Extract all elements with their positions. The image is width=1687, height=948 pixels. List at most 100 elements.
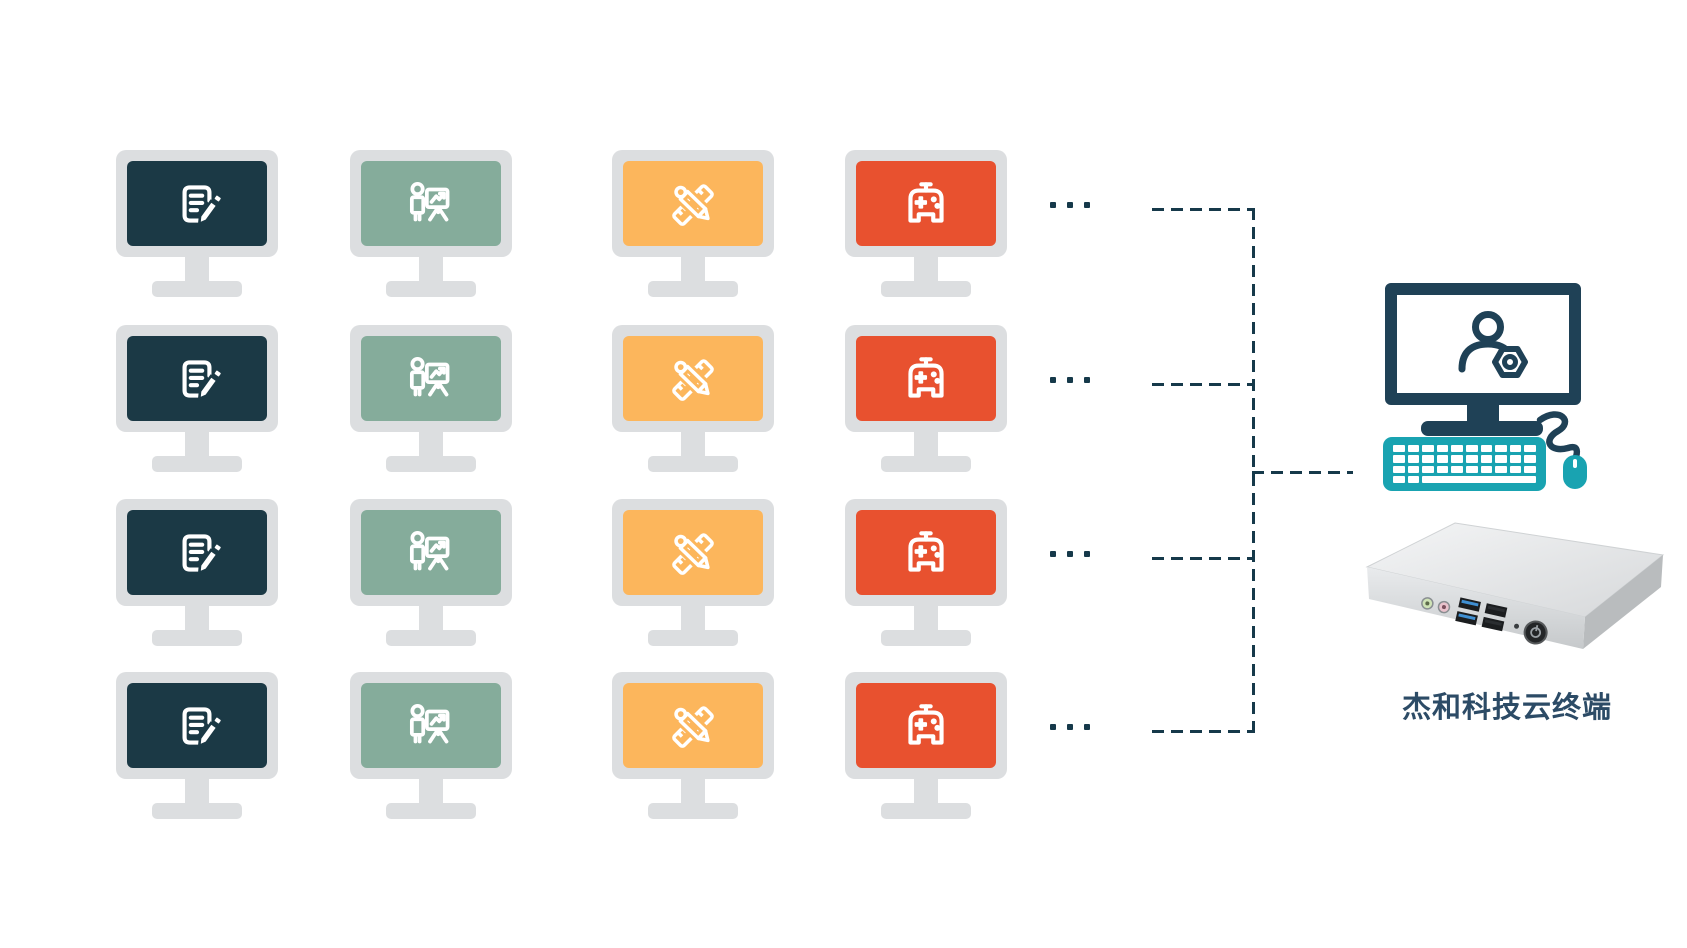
monitor-design-workstation bbox=[612, 499, 774, 646]
monitor-design-workstation bbox=[612, 325, 774, 472]
presentation-chart-icon bbox=[409, 181, 450, 221]
presentation-workstation-screen bbox=[361, 161, 501, 246]
monitor-neck bbox=[681, 256, 705, 285]
monitor-neck bbox=[185, 431, 209, 460]
monitor-base bbox=[386, 456, 476, 472]
monitor-neck bbox=[185, 605, 209, 634]
gaming-workstation-screen bbox=[856, 510, 996, 595]
monitor-gaming-workstation bbox=[845, 499, 1007, 646]
keyboard-icon bbox=[1383, 437, 1546, 491]
presentation-workstation-screen bbox=[361, 683, 501, 768]
document-edit-icon bbox=[182, 184, 224, 226]
monitor-base bbox=[152, 456, 242, 472]
gamepad-icon bbox=[908, 356, 944, 398]
monitor-neck bbox=[419, 431, 443, 460]
gaming-workstation-screen bbox=[856, 161, 996, 246]
office-workstation-screen bbox=[127, 336, 267, 421]
presentation-chart-icon bbox=[409, 703, 450, 743]
row-ellipsis bbox=[1050, 724, 1090, 730]
monitor-base bbox=[648, 630, 738, 646]
monitor-neck bbox=[681, 431, 705, 460]
monitor-gaming-workstation bbox=[845, 325, 1007, 472]
gamepad-icon bbox=[908, 530, 944, 572]
monitor-base bbox=[881, 456, 971, 472]
monitor-base bbox=[881, 803, 971, 819]
monitor-office-workstation bbox=[116, 150, 278, 297]
monitor-presentation-workstation bbox=[350, 325, 512, 472]
row-dashed-line bbox=[1152, 730, 1252, 733]
design-workstation-screen bbox=[623, 336, 763, 421]
cloud-terminal-device bbox=[1365, 522, 1665, 649]
document-edit-icon bbox=[182, 533, 224, 575]
monitor-design-workstation bbox=[612, 150, 774, 297]
monitor-neck bbox=[419, 605, 443, 634]
row-dashed-line bbox=[1152, 383, 1252, 386]
admin-monitor-stand bbox=[1467, 403, 1499, 423]
monitor-base bbox=[648, 456, 738, 472]
mouse-icon bbox=[1563, 455, 1587, 489]
row-ellipsis bbox=[1050, 202, 1090, 208]
monitor-base bbox=[648, 803, 738, 819]
presentation-chart-icon bbox=[409, 530, 450, 570]
monitor-neck bbox=[419, 256, 443, 285]
monitor-neck bbox=[185, 778, 209, 807]
monitor-base bbox=[881, 281, 971, 297]
ruler-pencil-icon bbox=[671, 357, 714, 401]
trunk-to-admin-dashed-line bbox=[1252, 471, 1353, 474]
monitor-base bbox=[386, 281, 476, 297]
document-edit-icon bbox=[182, 706, 224, 748]
gamepad-icon bbox=[908, 181, 944, 223]
presentation-chart-icon bbox=[409, 356, 450, 396]
gaming-workstation-screen bbox=[856, 336, 996, 421]
gamepad-icon bbox=[908, 703, 944, 745]
design-workstation-screen bbox=[623, 683, 763, 768]
monitor-neck bbox=[681, 778, 705, 807]
monitor-neck bbox=[914, 431, 938, 460]
monitor-presentation-workstation bbox=[350, 150, 512, 297]
monitor-presentation-workstation bbox=[350, 499, 512, 646]
monitor-base bbox=[386, 630, 476, 646]
office-workstation-screen bbox=[127, 510, 267, 595]
monitor-base bbox=[386, 803, 476, 819]
monitor-design-workstation bbox=[612, 672, 774, 819]
keyboard-keys bbox=[1393, 445, 1536, 483]
monitor-base bbox=[648, 281, 738, 297]
office-workstation-screen bbox=[127, 161, 267, 246]
presentation-workstation-screen bbox=[361, 336, 501, 421]
monitor-neck bbox=[914, 256, 938, 285]
monitor-neck bbox=[914, 605, 938, 634]
user-gear-icon bbox=[1458, 311, 1528, 378]
trunk-dashed-line bbox=[1252, 208, 1255, 733]
monitor-gaming-workstation bbox=[845, 150, 1007, 297]
device-label: 杰和科技云终端 bbox=[1401, 692, 1612, 724]
design-workstation-screen bbox=[623, 510, 763, 595]
row-dashed-line bbox=[1152, 557, 1252, 560]
design-workstation-screen bbox=[623, 161, 763, 246]
monitor-neck bbox=[914, 778, 938, 807]
monitor-neck bbox=[419, 778, 443, 807]
monitor-base bbox=[152, 281, 242, 297]
row-ellipsis bbox=[1050, 377, 1090, 383]
monitor-office-workstation bbox=[116, 325, 278, 472]
document-edit-icon bbox=[182, 359, 224, 401]
monitor-base bbox=[881, 630, 971, 646]
monitor-office-workstation bbox=[116, 499, 278, 646]
ruler-pencil-icon bbox=[671, 182, 714, 226]
row-ellipsis bbox=[1050, 551, 1090, 557]
monitor-gaming-workstation bbox=[845, 672, 1007, 819]
monitor-neck bbox=[681, 605, 705, 634]
gaming-workstation-screen bbox=[856, 683, 996, 768]
presentation-workstation-screen bbox=[361, 510, 501, 595]
mouse-cable bbox=[1536, 411, 1581, 461]
monitor-neck bbox=[185, 256, 209, 285]
ruler-pencil-icon bbox=[671, 704, 714, 748]
monitor-base bbox=[152, 630, 242, 646]
row-dashed-line bbox=[1152, 208, 1252, 211]
monitor-office-workstation bbox=[116, 672, 278, 819]
ruler-pencil-icon bbox=[671, 531, 714, 575]
monitor-presentation-workstation bbox=[350, 672, 512, 819]
office-workstation-screen bbox=[127, 683, 267, 768]
monitor-base bbox=[152, 803, 242, 819]
admin-monitor bbox=[1385, 283, 1581, 405]
